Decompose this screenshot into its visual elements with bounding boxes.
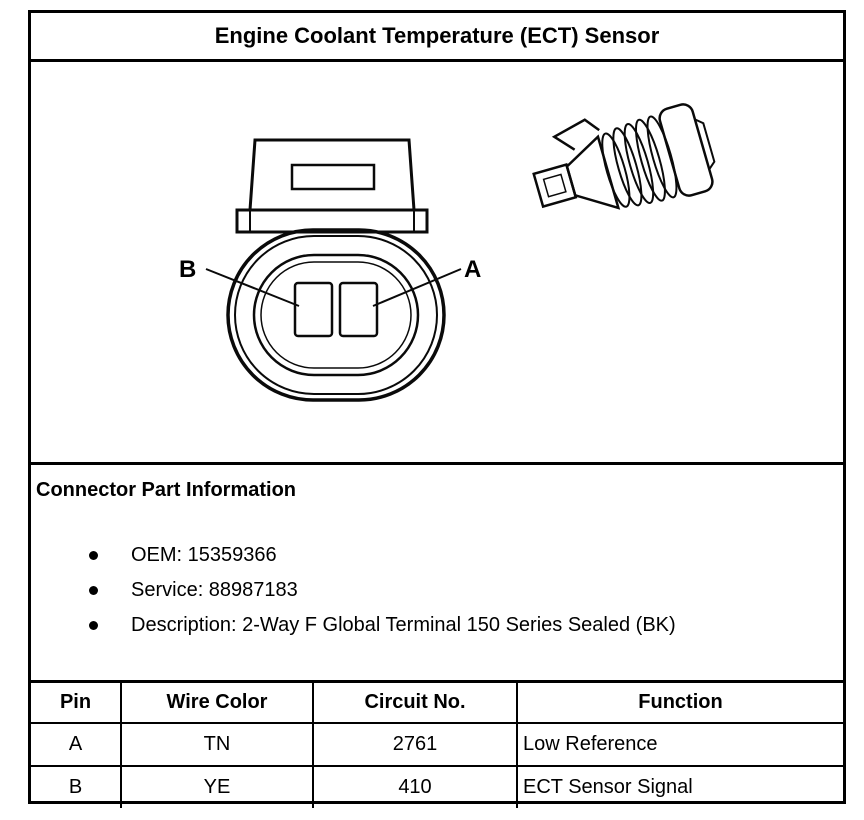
cell-wire-color: TN [120, 722, 314, 767]
leader-line-a [372, 268, 462, 307]
connector-front-view [205, 138, 462, 402]
connector-diagram: B A [31, 62, 843, 465]
side-view-rear-cap [658, 103, 714, 197]
cell-function: ECT Sensor Signal [516, 765, 843, 808]
side-view-rear-edge [694, 118, 716, 170]
part-info-item-service: Service: 88987183 [89, 573, 843, 608]
pin-a-opening [338, 281, 379, 338]
pin-label-b: B [179, 256, 196, 283]
body-outline-outer [226, 228, 446, 402]
part-info-item-oem: OEM: 15359366 [89, 538, 843, 573]
pin-b-opening [293, 281, 334, 338]
connector-side-view [532, 103, 716, 210]
connector-part-info-section: Connector Part Information OEM: 15359366… [31, 465, 843, 683]
cell-function: Low Reference [516, 722, 843, 767]
flange [235, 208, 429, 234]
seal-rib [623, 123, 655, 205]
table-row-pin-b: B YE 410 ECT Sensor Signal [31, 765, 843, 808]
pinout-header-row: Pin Wire Color Circuit No. Function [31, 683, 843, 724]
document-frame: Engine Coolant Temperature (ECT) Sensor [28, 10, 846, 808]
side-view-tip-cavity [542, 173, 567, 198]
part-info-list: OEM: 15359366 Service: 88987183 Descript… [31, 538, 843, 643]
connector-diagram-svg: B A [179, 103, 716, 402]
cell-pin: B [31, 765, 122, 808]
seal-rib [601, 132, 631, 208]
housing-slot [290, 163, 376, 191]
part-info-heading: Connector Part Information [36, 479, 297, 501]
pinout-table: Pin Wire Color Circuit No. Function A TN… [31, 683, 843, 808]
cell-wire-color: YE [120, 765, 314, 808]
body-outline-inner [260, 261, 412, 369]
cell-circuit-no: 2761 [312, 722, 518, 767]
side-view-neck [565, 134, 621, 210]
body-outline-3 [252, 253, 420, 377]
header-circuit-no: Circuit No. [312, 683, 518, 724]
seal-rib [612, 127, 643, 207]
side-view-lock-tab [551, 118, 600, 151]
part-info-item-description: Description: 2-Way F Global Terminal 150… [89, 608, 843, 643]
header-wire-color: Wire Color [120, 683, 314, 724]
cell-circuit-no: 410 [312, 765, 518, 808]
cell-pin: A [31, 722, 122, 767]
leader-line-b [205, 268, 300, 307]
header-pin: Pin [31, 683, 122, 724]
pin-label-a: A [464, 256, 481, 283]
header-function: Function [516, 683, 843, 724]
housing-outline [248, 138, 416, 212]
table-row-pin-a: A TN 2761 Low Reference [31, 722, 843, 767]
page-title: Engine Coolant Temperature (ECT) Sensor [31, 13, 843, 62]
body-outline-2 [234, 235, 438, 395]
seal-rib [635, 118, 666, 202]
